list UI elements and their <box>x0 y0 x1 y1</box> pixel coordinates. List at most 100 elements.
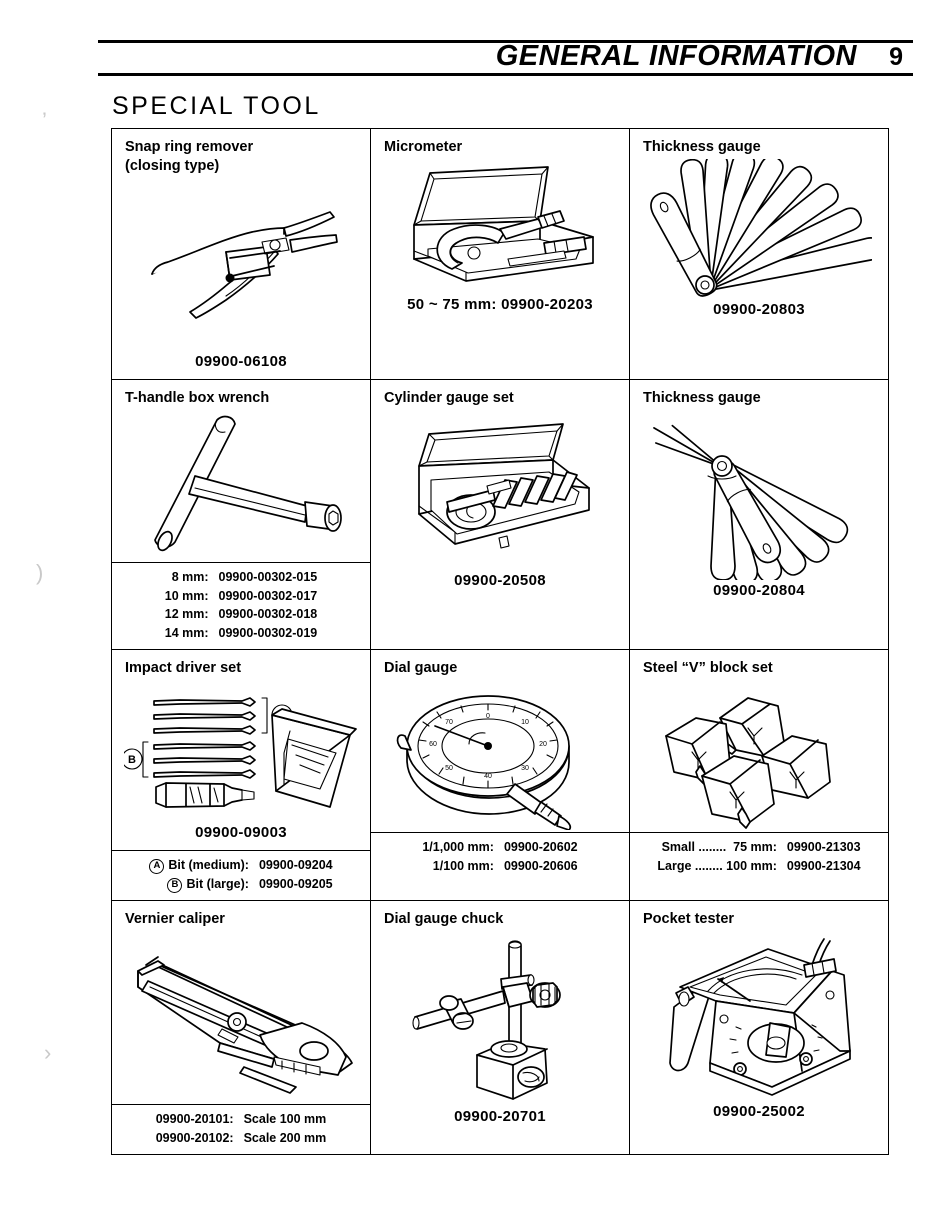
tool-title: Snap ring remover(closing type) <box>125 139 254 174</box>
tool-cell-snap-ring-remover: Snap ring remover(closing type) <box>111 128 371 380</box>
tool-cell-cylinder-gauge-set: Cylinder gauge set <box>370 379 630 650</box>
v-block-spec-box: Small ........ 75 mm: 09900-21303 Large … <box>630 832 888 882</box>
tool-title: T-handle box wrench <box>125 390 270 406</box>
table-row: T-handle box wrench <box>111 379 889 650</box>
svg-text:30: 30 <box>521 765 529 772</box>
svg-text:60: 60 <box>429 741 437 748</box>
tool-cell-thickness-gauge-20803: Thickness gauge <box>629 128 889 380</box>
spec-size: 12 mm: <box>164 607 209 621</box>
tool-cell-dial-gauge-chuck: Dial gauge chuck <box>370 900 630 1155</box>
tool-cell-thickness-gauge-20804: Thickness gauge <box>629 379 889 650</box>
page-number: 9 <box>889 43 903 71</box>
table-row: Snap ring remover(closing type) <box>111 128 889 380</box>
spec-label: Scale 200 mm <box>243 1130 327 1145</box>
tool-title: Impact driver set <box>125 660 242 676</box>
spec-label: Large ........ 100 mm: <box>657 858 777 873</box>
spec-number: 09900-20606 <box>503 858 578 873</box>
spec-size: 8 mm: <box>168 570 209 584</box>
scan-artifact: › <box>44 1040 52 1065</box>
dial-gauge-illustration: 0 10 20 30 40 50 60 70 <box>371 678 629 832</box>
micrometer-illustration <box>371 157 629 296</box>
t-handle-box-wrench-illustration <box>112 408 370 562</box>
tool-cell-pocket-tester: Pocket tester <box>629 900 889 1155</box>
pocket-tester-illustration <box>630 929 888 1103</box>
vernier-caliper-illustration <box>112 929 370 1104</box>
t-handle-spec-box: 8 mm: 09900-00302-015 10 mm: 09900-00302… <box>112 562 370 649</box>
mark-b-icon: B <box>167 877 183 893</box>
tool-part-number: 50 ~ 75 mm: 09900-20203 <box>407 296 593 313</box>
tool-title: Steel “V” block set <box>643 660 773 676</box>
spec-number: 09900-21304 <box>786 858 861 873</box>
spec-number: 09900-20602 <box>503 840 578 854</box>
dial-gauge-chuck-illustration <box>371 929 629 1108</box>
cylinder-gauge-set-illustration <box>371 408 629 572</box>
svg-text:40: 40 <box>484 773 492 780</box>
tool-title: Vernier caliper <box>125 911 225 927</box>
svg-text:20: 20 <box>539 741 547 748</box>
svg-text:0: 0 <box>486 713 490 720</box>
page-header: GENERAL INFORMATION 9 <box>98 36 913 76</box>
svg-text:10: 10 <box>521 719 529 726</box>
tool-cell-t-handle-box-wrench: T-handle box wrench <box>111 379 371 650</box>
tool-part-number: 09900-20508 <box>454 572 546 589</box>
tool-title: Thickness gauge <box>643 139 761 155</box>
section-title: SPECIAL TOOL <box>112 92 321 120</box>
tool-cell-micrometer: Micrometer <box>370 128 630 380</box>
spec-label: Small ........ 75 mm: <box>661 840 777 854</box>
tool-title: Micrometer <box>384 139 463 155</box>
spec-label: Scale 100 mm <box>243 1112 327 1126</box>
tool-cell-steel-v-block-set: Steel “V” block set <box>629 649 889 901</box>
tool-part-number: 09900-20804 <box>713 582 805 599</box>
header-title: GENERAL INFORMATION <box>495 40 857 72</box>
table-row: Vernier caliper <box>111 900 889 1155</box>
tool-cell-vernier-caliper: Vernier caliper <box>111 900 371 1155</box>
tool-cell-dial-gauge: Dial gauge <box>370 649 630 901</box>
scan-artifact: ) <box>36 560 44 585</box>
svg-text:50: 50 <box>445 765 453 772</box>
impact-driver-set-illustration: A B <box>112 678 370 824</box>
spec-size: 14 mm: <box>164 625 209 640</box>
vernier-caliper-spec-box: 09900-20101: Scale 100 mm 09900-20102: S… <box>112 1104 370 1154</box>
spec-number: 09900-00302-018 <box>218 607 318 621</box>
spec-number: 09900-00302-017 <box>218 588 318 603</box>
spec-number: 09900-00302-019 <box>218 625 318 640</box>
spec-size: 10 mm: <box>164 588 209 603</box>
scan-artifact: ’ <box>42 108 47 133</box>
tool-title: Thickness gauge <box>643 390 761 406</box>
table-row: Impact driver set A <box>111 649 889 901</box>
tool-part-number: 09900-20701 <box>454 1108 546 1125</box>
tool-title: Pocket tester <box>643 911 735 927</box>
spec-number: 09900-20102: <box>155 1130 234 1145</box>
tool-title: Dial gauge <box>384 660 458 676</box>
spec-number: 09900-20101: <box>155 1112 234 1126</box>
spec-number: 09900-00302-015 <box>218 570 318 584</box>
tool-cell-impact-driver-set: Impact driver set A <box>111 649 371 901</box>
spec-label: 1/1,000 mm: <box>422 840 494 854</box>
svg-text:70: 70 <box>445 719 453 726</box>
thickness-gauge-illustration <box>630 408 888 582</box>
spec-text: Bit (large): <box>186 876 249 891</box>
mark-a-icon: A <box>149 859 165 874</box>
special-tool-table: Snap ring remover(closing type) <box>111 128 889 1155</box>
tool-part-number: 09900-06108 <box>195 353 287 370</box>
tool-title: Cylinder gauge set <box>384 390 514 406</box>
tool-part-number: 09900-09003 <box>195 824 287 841</box>
spec-number: 09900-09205 <box>258 876 333 891</box>
spec-number: 09900-09204 <box>258 858 333 872</box>
header-rule-bottom <box>98 73 913 76</box>
thickness-gauge-illustration <box>630 157 888 301</box>
svg-text:B: B <box>128 754 136 766</box>
dial-gauge-spec-box: 1/1,000 mm: 09900-20602 1/100 mm: 09900-… <box>371 832 629 882</box>
tool-part-number: 09900-25002 <box>713 1103 805 1120</box>
tool-part-number: 09900-20803 <box>713 301 805 318</box>
spec-number: 09900-21303 <box>786 840 861 854</box>
steel-v-block-set-illustration <box>630 678 888 832</box>
spec-text: Bit (medium): <box>168 858 249 872</box>
snap-ring-remover-illustration <box>112 176 370 353</box>
spec-label: 1/100 mm: <box>432 858 494 873</box>
header-rule-top <box>98 40 913 43</box>
tool-title: Dial gauge chuck <box>384 911 504 927</box>
